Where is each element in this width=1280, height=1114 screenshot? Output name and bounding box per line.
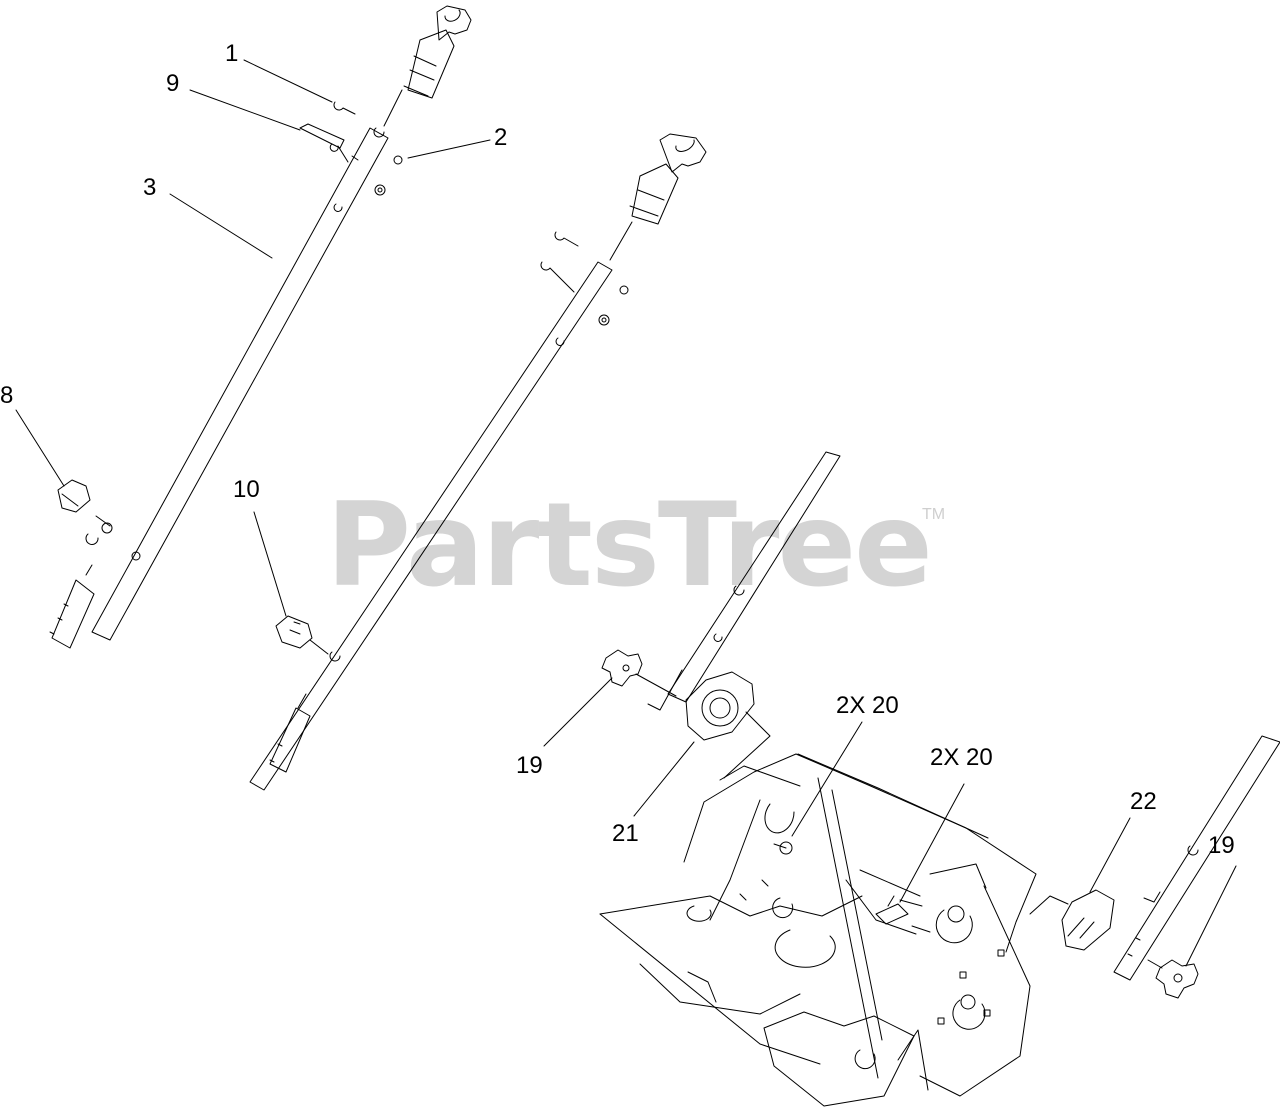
callout-20-b: 2X 20 (930, 744, 993, 771)
leader-9 (190, 90, 300, 130)
leader-22 (1090, 818, 1130, 892)
leader-10 (254, 512, 286, 616)
part-19-knob-lower (1148, 960, 1198, 998)
leader-19-lower (1186, 866, 1236, 966)
leader-21 (634, 742, 694, 816)
mower-housing (600, 754, 1036, 1106)
part-2-nut (375, 156, 402, 195)
callout-9: 9 (166, 70, 180, 97)
leader-2 (408, 140, 490, 158)
callout-19-upper: 19 (516, 752, 543, 779)
callout-8: 8 (0, 382, 14, 409)
left-handle-rod (50, 6, 471, 648)
watermark-trademark: TM (922, 506, 946, 523)
part-9-clip (300, 124, 348, 162)
part-1-pin (334, 102, 355, 114)
part-19-knob-upper (602, 650, 676, 696)
right-upper-rod (648, 452, 840, 710)
leader-20-a (792, 722, 862, 836)
callout-20-a: 2X 20 (836, 692, 899, 719)
part-8-knob (58, 480, 140, 560)
callout-10: 10 (233, 476, 260, 503)
leader-19-upper (544, 678, 612, 746)
callout-22: 22 (1130, 788, 1157, 815)
leader-3 (170, 194, 272, 258)
callout-21: 21 (612, 820, 639, 847)
leader-1 (244, 60, 332, 102)
part-20-bolts (774, 842, 908, 924)
part-21-bracket (686, 672, 770, 778)
leader-20-b (900, 784, 964, 902)
part-22-bracket (1030, 890, 1114, 950)
callout-2: 2 (494, 124, 508, 151)
leader-8 (16, 410, 64, 486)
middle-handle-rod (250, 134, 706, 790)
callout-1: 1 (225, 40, 239, 67)
right-lower-rod (1114, 736, 1280, 980)
part-10-connector (276, 616, 328, 654)
leader-lines (16, 60, 1236, 966)
callout-3: 3 (143, 174, 157, 201)
callout-19-lower: 19 (1208, 832, 1235, 859)
